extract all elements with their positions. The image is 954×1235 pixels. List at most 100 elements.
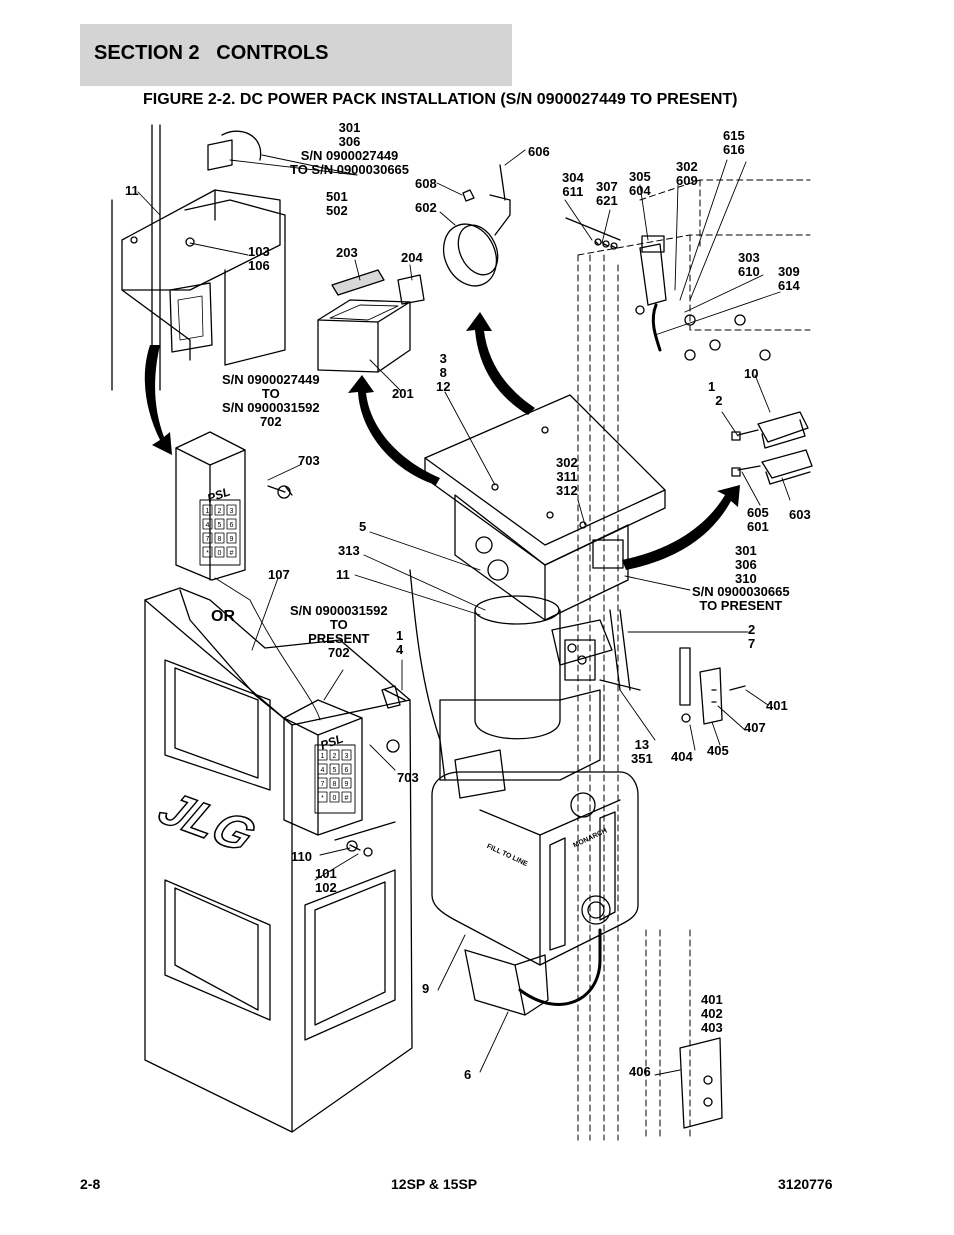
footer-model: 12SP & 15SP [391,1176,478,1192]
keypad-key [226,546,237,558]
limit-switch [565,217,667,352]
callout-305-604: 305 604 [629,169,651,198]
keypad-key-label: 8 [218,536,222,543]
keypad-key-label: 0 [218,550,222,557]
keypad-key-label: 9 [345,781,349,788]
keypad-key [317,791,328,803]
keypad-key-label: 8 [333,781,337,788]
keypad-key-label: 1 [321,753,325,760]
callout-5: 5 [359,519,367,534]
keypad-key-label: * [206,550,209,557]
callout-203: 203 [336,245,358,260]
section-title: SECTION 2 CONTROLS [94,42,329,64]
keypad-key-label: 1 [206,508,210,515]
callout-615-616: 615 616 [723,128,745,157]
callout-313: 313 [338,543,360,558]
callout-307-621: 307 621 [596,179,618,208]
callout-11-mid: 11 [336,567,350,582]
keypad-key [341,791,352,803]
or-label: OR [211,608,235,625]
callout-301-306: 301 306 S/N 0900027449 TO S/N 0900030665 [290,120,410,177]
callout-407: 407 [744,720,766,735]
callout-302-311-312: 302 311 312 [556,455,578,498]
footer-doc-number: 3120776 [778,1176,833,1192]
callout-103-106: 103 106 [248,244,270,273]
keypad-upper [175,431,293,581]
keypad-key [226,532,237,544]
callout-13-351: 13 351 [631,737,653,766]
callout-605-601: 605 601 [747,505,769,534]
keypad-key-label: 3 [230,508,234,515]
upper-mount-bracket [111,124,286,391]
keypad-key [202,504,213,516]
keypad-key [226,504,237,516]
keypad-key [317,749,328,761]
callout-608: 608 [415,176,437,191]
callout-404: 404 [671,749,693,764]
callout-sn-range-1: S/N 0900027449 TO S/N 0900031592 702 [222,372,320,429]
keypad-key-label: 0 [333,795,337,802]
keypad-key [226,518,237,530]
callout-1-2: 1 2 [708,379,723,408]
keypad-key-label: 9 [230,536,234,543]
callout-2-7: 2 7 [748,622,756,651]
motor-pump [381,569,641,799]
keypad-key [317,777,328,789]
callout-602: 602 [415,200,437,215]
keypad-key [214,532,225,544]
callout-10: 10 [744,366,759,381]
callout-302-609: 302 609 [676,159,698,188]
callout-107: 107 [268,567,290,582]
keypad-key-label: 7 [206,536,210,543]
callout-6: 6 [464,1067,472,1082]
callout-sn-range-3: S/N 0900031592 TO PRESENT 702 [290,603,388,660]
keypad-key-label: 2 [218,508,222,515]
keypad-key [329,791,340,803]
callout-110: 110 [291,849,312,864]
callout-401: 401 [766,698,788,713]
alarm-horn [442,164,511,287]
plug-connectors [731,411,813,485]
keypad-key [202,518,213,530]
callout-703-lower: 703 [397,770,419,785]
callout-204: 204 [401,250,423,265]
keypad-key [214,518,225,530]
keypad-key-label: 2 [333,753,337,760]
callout-201: 201 [392,386,414,401]
keypad-key [329,763,340,775]
callout-303-610: 303 610 [738,250,760,279]
keypad-key-label: 6 [345,767,349,774]
callout-11-top: 11 [125,183,139,198]
label-block [317,269,425,373]
keypad-key [329,749,340,761]
callout-405: 405 [707,743,729,758]
control-housing [144,587,413,1133]
callout-606: 606 [528,144,550,159]
keypad-key [341,763,352,775]
keypad-key-label: 4 [321,767,325,774]
keypad-key [341,749,352,761]
section-header: SECTION 2 CONTROLS [80,24,512,86]
keypad-key [202,532,213,544]
keypad-key-label: # [230,550,234,557]
mast-bolts [635,305,771,361]
keypad-key [341,777,352,789]
callout-1-4: 1 4 [396,628,404,657]
keypad-key-label: * [321,795,324,802]
keypad-key-label: 6 [230,522,234,529]
callout-603: 603 [789,507,811,522]
callout-9: 9 [422,981,430,996]
callout-304-611: 304 611 [562,170,584,199]
keypad-key-label: 7 [321,781,325,788]
keypad-key [202,546,213,558]
right-brackets [679,647,746,1129]
arrows [144,312,740,570]
footer-page-number: 2-8 [80,1176,101,1192]
keypad-key-label: 5 [333,767,337,774]
keypad-key [214,504,225,516]
keypad-key [329,777,340,789]
callout-101-102: 101 102 [315,866,337,895]
keypad-key-label: 3 [345,753,349,760]
keypad-key-label: # [345,795,349,802]
